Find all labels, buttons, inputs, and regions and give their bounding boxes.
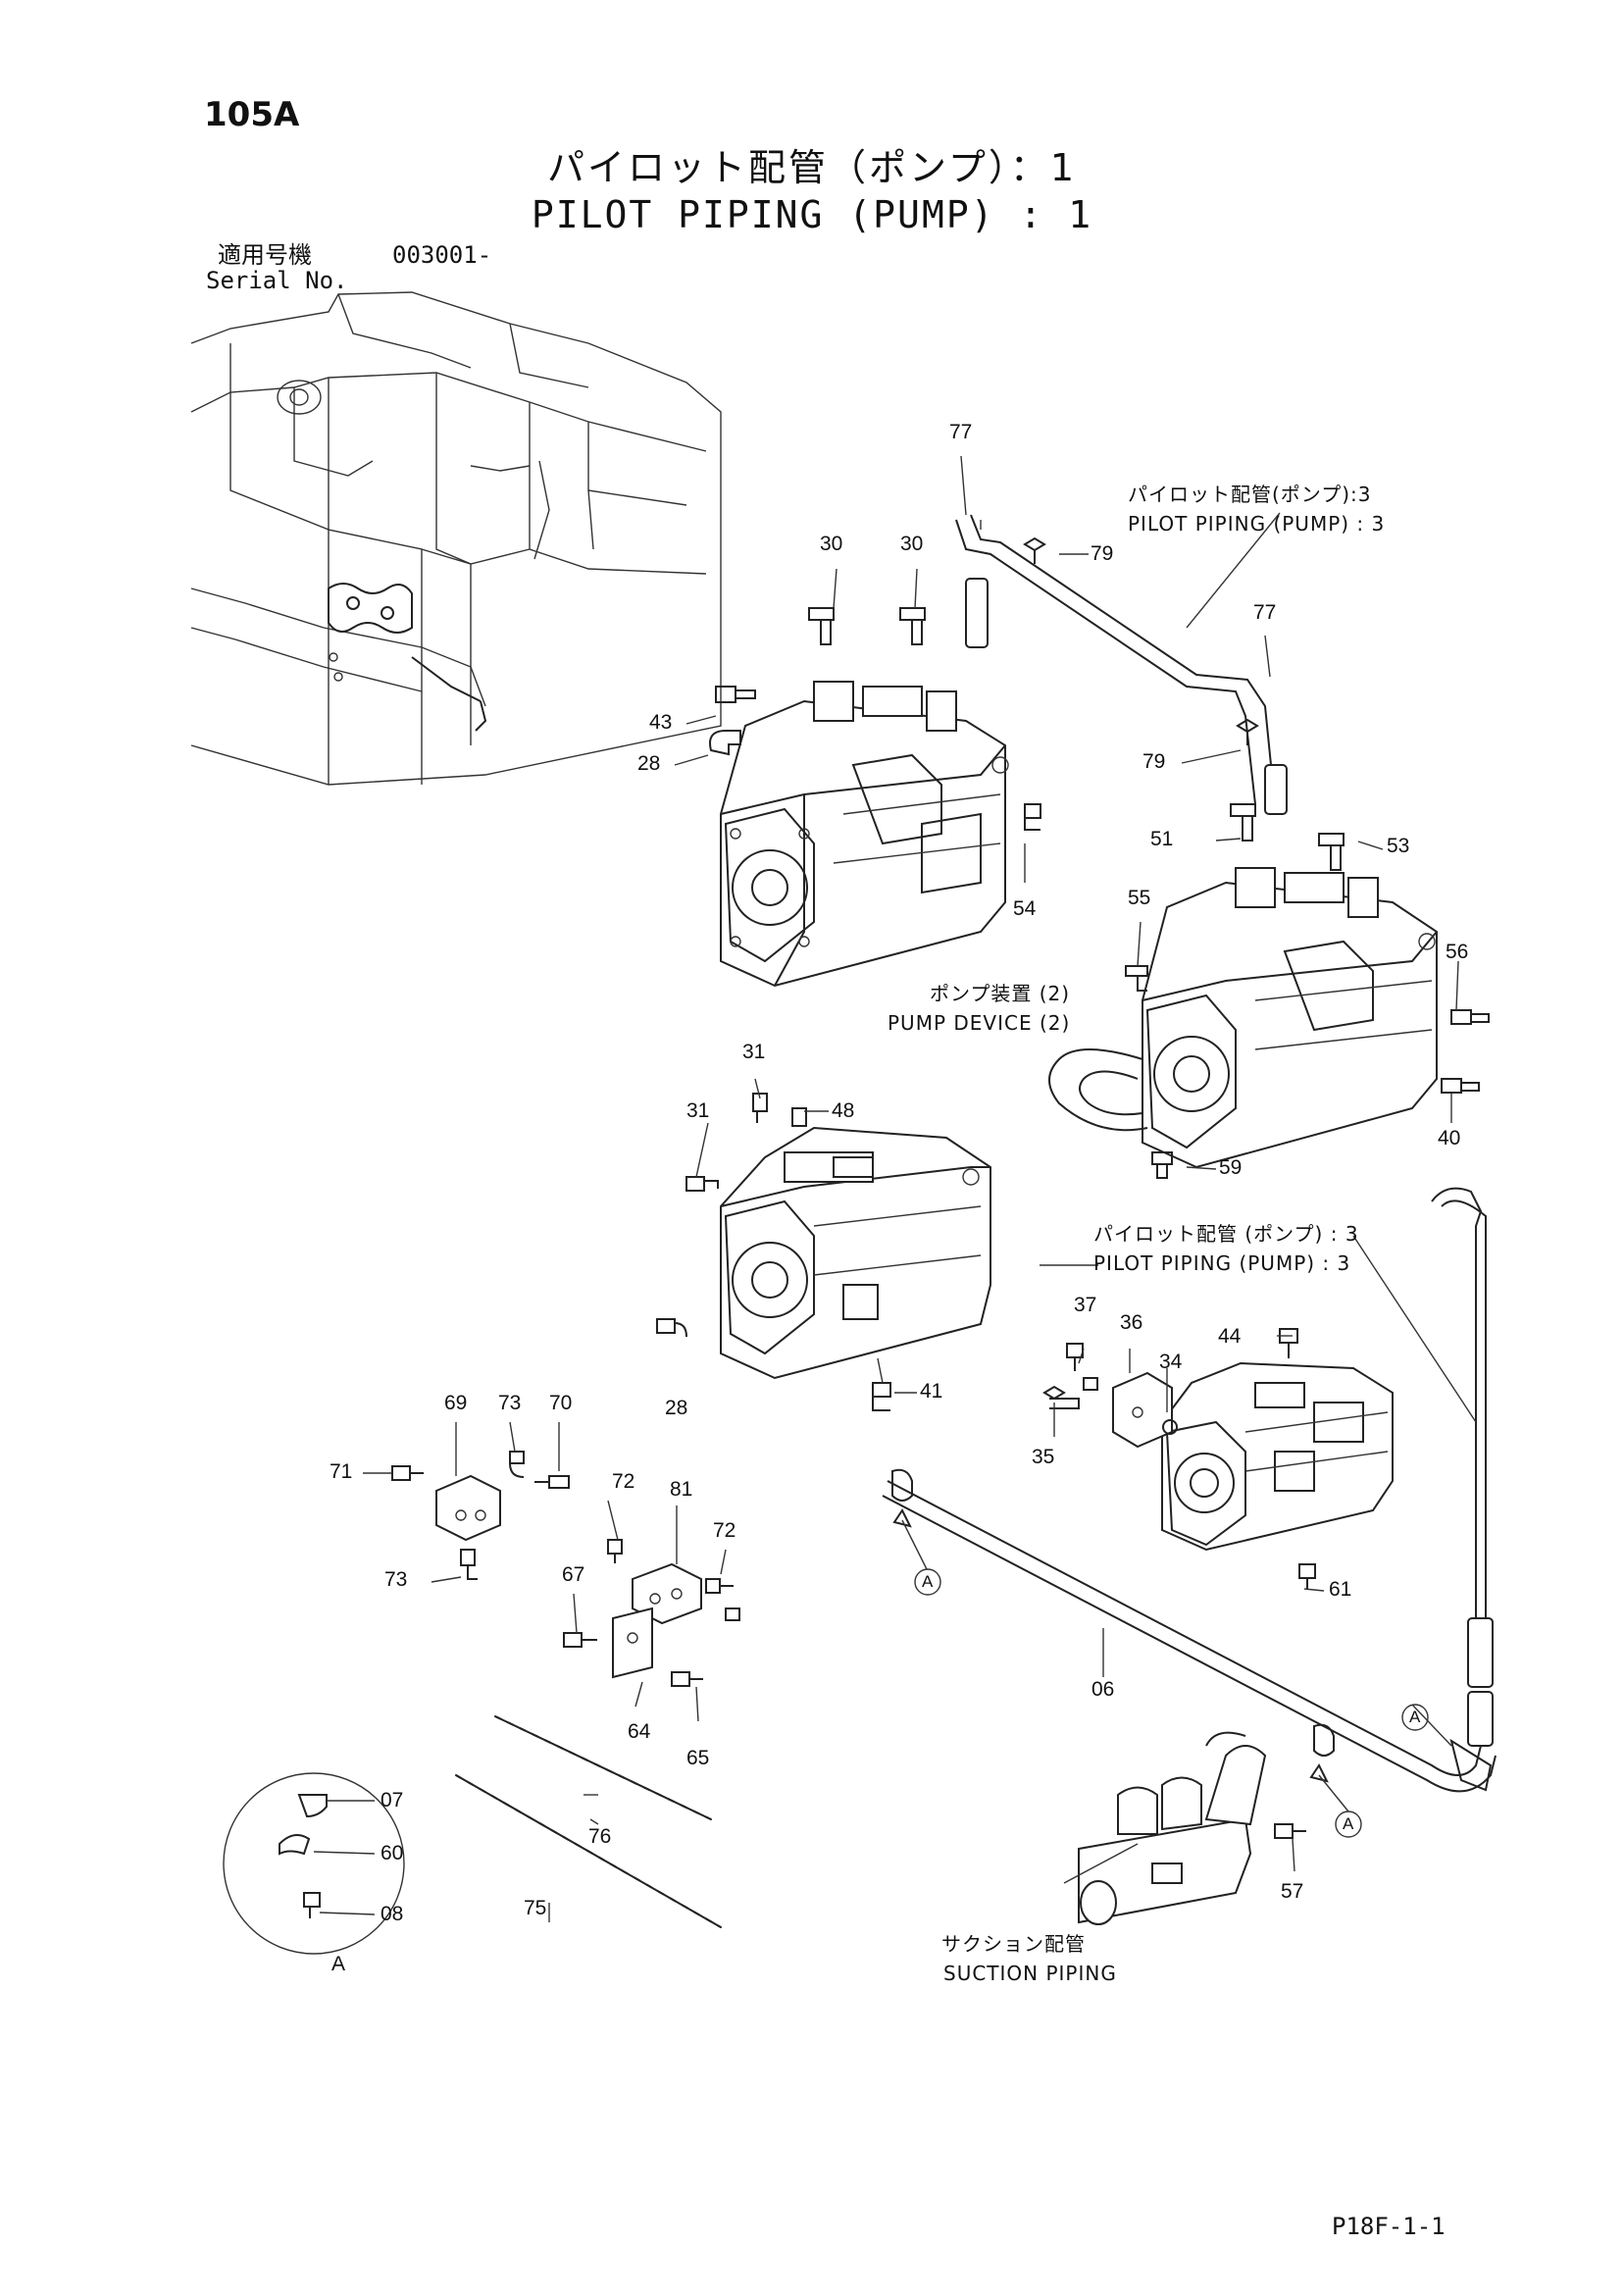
note-pilot-piping-1-en: PILOT PIPING (PUMP) : 3: [1128, 512, 1386, 536]
callout-73: 73: [498, 1392, 522, 1414]
callout-06: 06: [1091, 1678, 1115, 1701]
callout-54: 54: [1013, 897, 1037, 920]
callout-75: 75: [524, 1897, 547, 1919]
callout-70: 70: [549, 1392, 573, 1414]
callout-81: 81: [670, 1478, 693, 1501]
callout-07: 07: [381, 1789, 404, 1811]
note-pump-device-jp: ポンプ装置 (2): [930, 982, 1071, 1005]
callout-40: 40: [1438, 1127, 1461, 1149]
callout-77: 77: [1253, 601, 1277, 624]
callout-35: 35: [1032, 1446, 1055, 1468]
callout-76: 76: [588, 1825, 612, 1848]
pilot-pipe-upper-drawing: [955, 514, 1288, 815]
callout-72: 72: [612, 1470, 635, 1493]
callout-59: 59: [1219, 1156, 1243, 1179]
fittings-drawing: [279, 607, 1490, 1918]
callout-79: 79: [1142, 750, 1166, 773]
callout-44: 44: [1218, 1325, 1242, 1348]
callout-71: 71: [330, 1460, 353, 1483]
callout-57: 57: [1281, 1880, 1304, 1903]
callout-30: 30: [820, 533, 843, 555]
blocks-drawing: [435, 1371, 1178, 1679]
callout-28: 28: [665, 1397, 688, 1419]
callout-30: 30: [900, 533, 924, 555]
page-code: 105A: [204, 95, 300, 134]
marker-a-label-1: A: [922, 1572, 934, 1591]
note-suction-jp: サクション配管: [941, 1932, 1086, 1956]
suction-piping-drawing: [1078, 1731, 1267, 1925]
callout-53: 53: [1387, 835, 1410, 857]
leader-lines: [313, 455, 1477, 1922]
machine-overview-drawing: [190, 291, 722, 786]
callout-34: 34: [1159, 1351, 1183, 1373]
callout-48: 48: [832, 1099, 855, 1122]
callout-56: 56: [1446, 941, 1469, 963]
callout-37: 37: [1074, 1294, 1097, 1316]
note-pilot-piping-2-jp: パイロット配管 (ポンプ) : 3: [1093, 1222, 1359, 1246]
note-pump-device-en: PUMP DEVICE (2): [888, 1011, 1071, 1035]
marker-a-label-3: A: [1343, 1814, 1354, 1833]
pipe-06-drawing: [882, 1468, 1497, 1793]
pump-upper-left-drawing: [720, 681, 1009, 988]
callout-28: 28: [637, 752, 661, 775]
callout-67: 67: [562, 1563, 585, 1586]
callout-65: 65: [686, 1747, 710, 1769]
callout-55: 55: [1128, 887, 1151, 909]
callout-73: 73: [384, 1568, 408, 1591]
note-suction-en: SUCTION PIPING: [943, 1962, 1117, 1985]
callout-08: 08: [381, 1903, 404, 1925]
detail-a-circle: [223, 1772, 405, 1955]
pump-lower-right-drawing: [1161, 1361, 1394, 1552]
callout-36: 36: [1120, 1311, 1143, 1334]
marker-a-label-2: A: [1409, 1708, 1421, 1726]
pilot-pipe-right-drawing: [1431, 1187, 1494, 1792]
callout-69: 69: [444, 1392, 468, 1414]
note-pilot-piping-2-en: PILOT PIPING (PUMP) : 3: [1093, 1251, 1351, 1275]
callout-77: 77: [949, 421, 973, 443]
callout-43: 43: [649, 711, 673, 734]
callout-72: 72: [713, 1519, 736, 1542]
marker-a-circle-1: [914, 1568, 941, 1596]
serial-label-japanese: 適用号機: [218, 241, 312, 269]
callout-60: 60: [381, 1842, 404, 1864]
serial-number: 003001-: [392, 241, 492, 269]
callout-31: 31: [742, 1041, 766, 1063]
callout-31: 31: [686, 1099, 710, 1122]
serial-label-english: Serial No.: [206, 267, 348, 294]
footer-page-code: P18F-1-1: [1332, 2213, 1446, 2240]
pump-right-drawing: [1048, 867, 1438, 1169]
title-japanese: パイロット配管（ポンプ）：1: [546, 146, 1078, 189]
note-pilot-piping-1-jp: パイロット配管(ポンプ):3: [1128, 483, 1372, 506]
callout-79: 79: [1091, 542, 1114, 565]
hoses-drawing: [455, 1715, 722, 1928]
callout-61: 61: [1329, 1578, 1352, 1601]
title-english: PILOT PIPING (PUMP) : 1: [531, 193, 1093, 236]
callout-51: 51: [1150, 828, 1174, 850]
pump-middle-drawing: [720, 1126, 991, 1380]
callout-64: 64: [628, 1720, 651, 1743]
callout-41: 41: [920, 1380, 943, 1403]
detail-a-label: A: [331, 1953, 346, 1975]
marker-a-circle-2: [1401, 1704, 1429, 1731]
